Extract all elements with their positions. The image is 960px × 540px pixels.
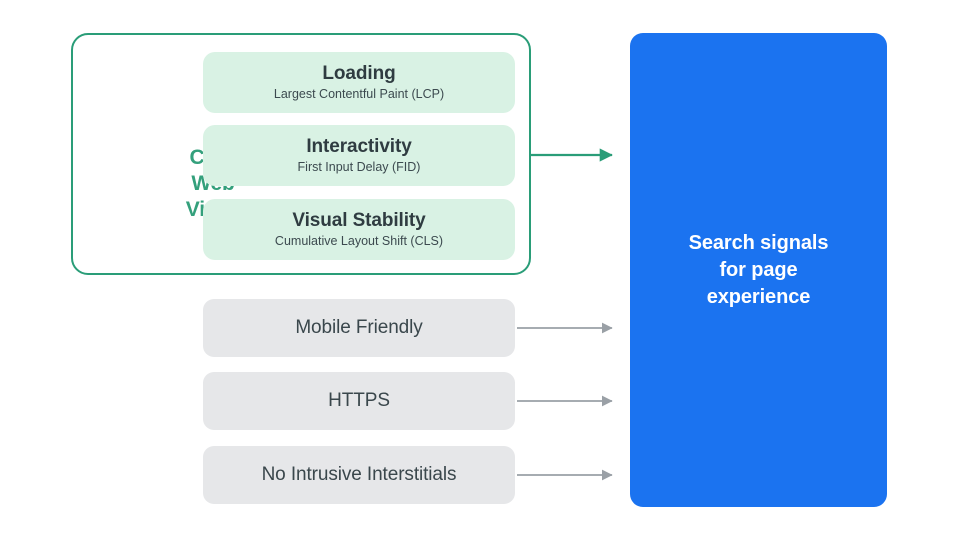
search-signals-line-2: for page (719, 258, 798, 281)
signal-card-no-intrusive-interstitials: No Intrusive Interstitials (203, 446, 515, 504)
metric-subtitle: First Input Delay (FID) (297, 159, 421, 174)
search-signals-line-1: Search signals (688, 231, 829, 254)
signal-title: HTTPS (328, 390, 390, 411)
signal-card-https: HTTPS (203, 372, 515, 430)
metric-subtitle: Largest Contentful Paint (LCP) (273, 86, 445, 101)
metric-title: Loading (322, 62, 396, 84)
search-signals-line-3: experience (706, 285, 811, 308)
metric-title: Interactivity (306, 135, 412, 157)
search-signals-text: Search signals for page experience (689, 230, 829, 311)
metric-card-loading: Loading Largest Contentful Paint (LCP) (203, 52, 515, 113)
signal-card-mobile-friendly: Mobile Friendly (203, 299, 515, 357)
metric-title: Visual Stability (292, 209, 426, 231)
metric-card-interactivity: Interactivity First Input Delay (FID) (203, 125, 515, 186)
signal-title: Mobile Friendly (295, 317, 423, 338)
search-signals-box: Search signals for page experience (630, 33, 887, 507)
signal-title: No Intrusive Interstitials (261, 464, 457, 485)
metric-subtitle: Cumulative Layout Shift (CLS) (274, 233, 444, 248)
metric-card-visual-stability: Visual Stability Cumulative Layout Shift… (203, 199, 515, 260)
